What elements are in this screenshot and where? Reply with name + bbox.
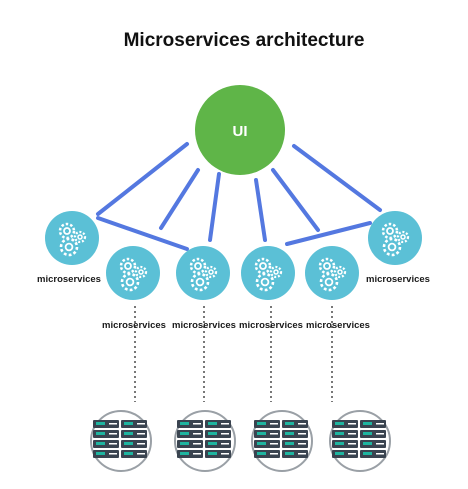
service-label: microservices bbox=[239, 320, 303, 331]
connector-ui-ms3 bbox=[208, 172, 221, 242]
service-label: microservices bbox=[306, 320, 370, 331]
service-circle bbox=[45, 211, 99, 265]
server-node-3 bbox=[251, 410, 313, 472]
connector-lines bbox=[96, 142, 382, 251]
server-node-1 bbox=[90, 410, 152, 472]
service-label: microservices bbox=[366, 274, 430, 285]
connector-ui-ms6 bbox=[292, 144, 382, 212]
ui-circle bbox=[195, 85, 285, 175]
connector-ui-ms5 bbox=[271, 168, 320, 232]
server-rack-icon bbox=[90, 410, 152, 472]
connector-ms4-ms6 bbox=[285, 221, 372, 246]
microservice-node-4: microservices bbox=[239, 246, 303, 331]
service-label: microservices bbox=[102, 320, 166, 331]
diagram-title: Microservices architecture bbox=[123, 30, 365, 51]
service-circle bbox=[106, 246, 160, 300]
microservice-node-3: microservices bbox=[172, 246, 236, 331]
service-circle bbox=[368, 211, 422, 265]
microservice-node-2: microservices bbox=[102, 246, 166, 331]
server-rack-icon bbox=[251, 410, 313, 472]
server-node-4 bbox=[329, 410, 391, 472]
microservice-node-5: microservices bbox=[305, 246, 370, 331]
ui-label: UI bbox=[233, 123, 248, 140]
service-circle bbox=[176, 246, 230, 300]
microservice-node-1: microservices bbox=[37, 211, 101, 285]
connector-ui-ms2 bbox=[159, 168, 200, 230]
service-label: microservices bbox=[172, 320, 236, 331]
server-rack-icon bbox=[329, 410, 391, 472]
server-node-2 bbox=[174, 410, 236, 472]
microservice-node-6: microservices bbox=[366, 211, 430, 285]
connector-ms1-ms3 bbox=[96, 216, 189, 251]
service-circle bbox=[241, 246, 295, 300]
connector-ui-ms1 bbox=[96, 142, 189, 216]
service-label: microservices bbox=[37, 274, 101, 285]
service-circle bbox=[305, 246, 359, 300]
ui-node: UI bbox=[195, 85, 285, 175]
connector-ui-ms4 bbox=[254, 178, 267, 242]
server-rack-icon bbox=[174, 410, 236, 472]
dotted-lines bbox=[134, 306, 333, 402]
